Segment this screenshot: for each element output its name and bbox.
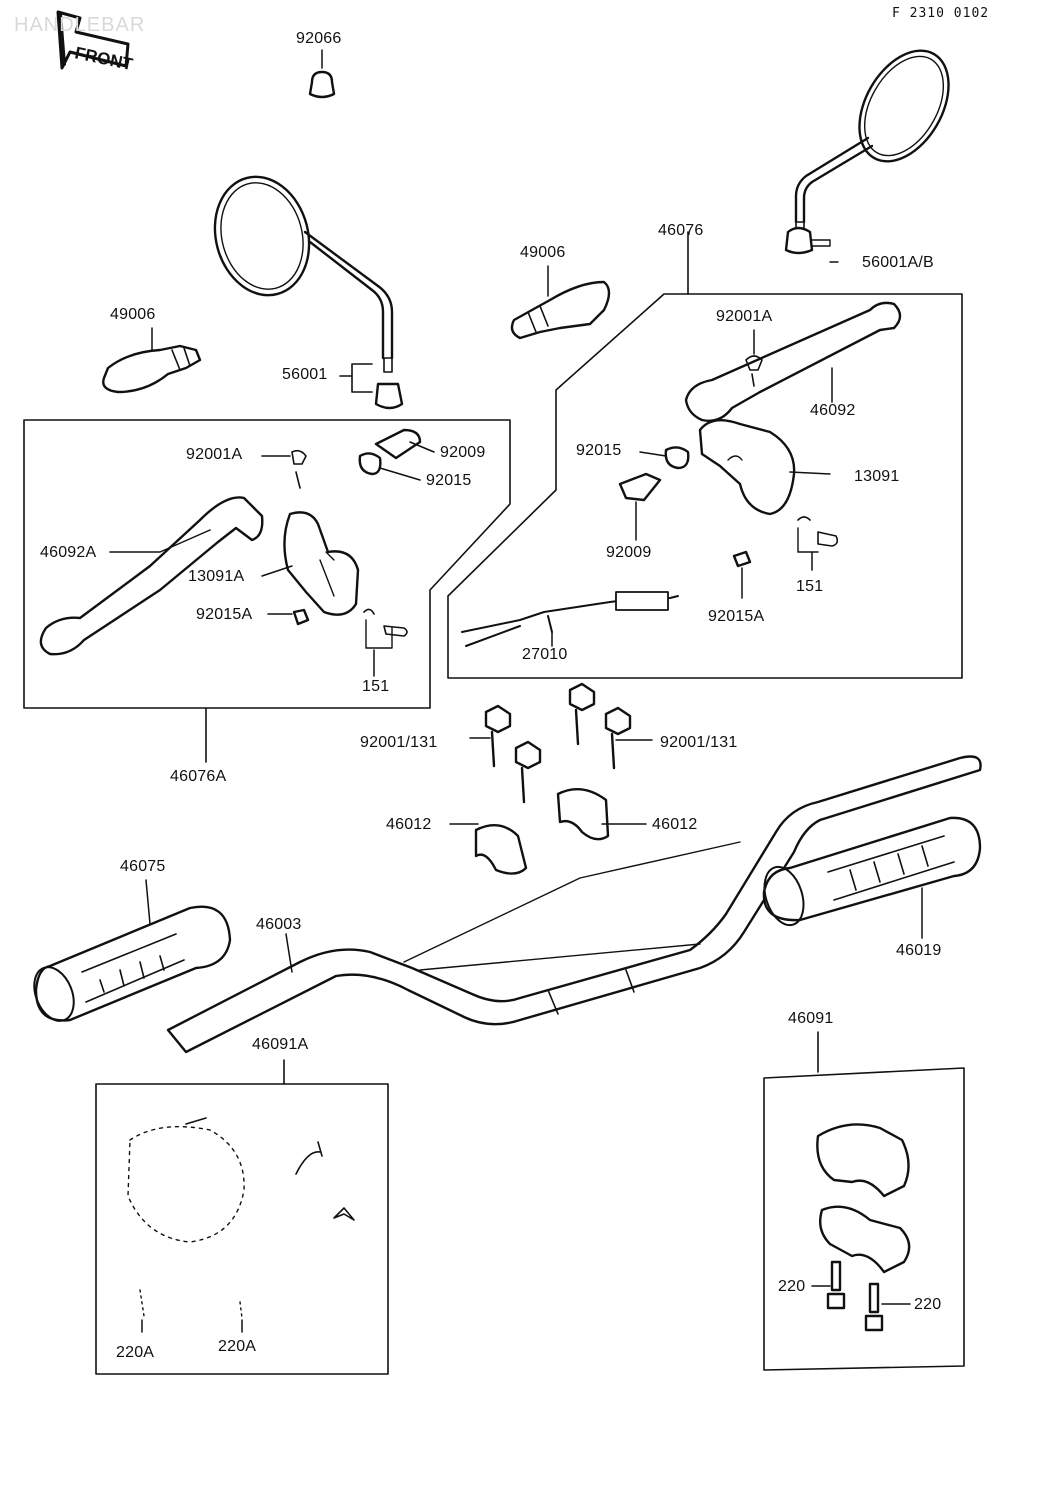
switch-wire-27010-icon [461,595,679,647]
lever-left-icon [39,496,264,656]
nut-92015a-right-icon [732,550,752,568]
screw-92001a-left-icon [291,449,307,489]
part-label-92009-left: 92009 [440,444,486,461]
holder-right-icon [698,418,796,516]
part-label-92001-131-left: 92001/131 [360,734,438,751]
part-label-46003: 46003 [256,916,302,933]
part-label-220a-1: 220A [116,1344,155,1361]
part-label-92001-131-right: 92001/131 [660,734,738,751]
grip-46075-icon [34,905,232,1022]
part-label-92015-right: 92015 [576,442,622,459]
part-label-49006-left: 49006 [110,306,156,323]
part-label-92015-left: 92015 [426,472,472,489]
part-label-46076: 46076 [658,222,704,239]
left-assembly-frame [23,419,511,709]
part-label-46092: 46092 [810,402,856,419]
drawing-code: F 2310 0102 [892,6,990,21]
right-assembly-frame [447,293,963,679]
screw-92001a-right-icon [745,355,763,387]
washer-92015-right-icon [664,446,690,470]
part-label-92001a-left: 92001A [186,446,243,463]
nut-56001-icon [374,382,404,410]
nut-92015a-left-icon [292,608,310,626]
part-label-92015a-right: 92015A [708,608,765,625]
leader-lines [109,49,923,1333]
part-label-92009-right: 92009 [606,544,652,561]
screw-151-left-icon [363,608,408,637]
part-label-46076a: 46076A [170,768,227,785]
screw-220-left-icon [826,1260,846,1310]
bolt-92001-131-b-icon [568,682,596,746]
part-label-46091a: 46091A [252,1036,309,1053]
clamp-46012-right-icon [556,788,610,841]
left-mirror-icon [213,175,394,373]
part-label-46075: 46075 [120,858,166,875]
screw-151-right-icon [797,516,839,547]
part-label-46012-left: 46012 [386,816,432,833]
cap-92066-icon [308,70,336,99]
part-label-92015a-left: 92015A [196,606,253,623]
clamp-46012-left-icon [474,824,528,875]
part-label-92066: 92066 [296,30,342,47]
part-label-49006-middle: 49006 [520,244,566,261]
part-label-151-left: 151 [362,678,390,695]
part-label-13091a: 13091A [188,568,245,585]
front-arrow-icon [56,10,130,70]
part-label-220a-2: 220A [218,1338,257,1355]
bolt-92001-131-c-icon [604,706,632,770]
switch-46091-upper-icon [816,1123,910,1198]
part-label-46091: 46091 [788,1010,834,1027]
grip-cover-middle-icon [510,280,611,340]
lever-right-icon [684,301,902,422]
part-label-46012-right: 46012 [652,816,698,833]
washer-92015-left-icon [358,452,382,476]
bolt-92001-131-a-icon [484,704,512,768]
switch-46091a-frame [95,1083,389,1375]
switch-46091-frame [763,1067,965,1371]
watermark-text: HANDLEBAR [14,14,146,36]
part-label-56001ab: 56001A/B [862,254,934,271]
part-label-13091: 13091 [854,468,900,485]
bolt-92009-left-icon [374,428,422,460]
nut-56001ab-icon [784,226,814,255]
part-label-220-right: 220 [914,1296,942,1313]
part-label-56001: 56001 [282,366,328,383]
switch-46091-lower-icon [819,1205,911,1274]
part-label-27010: 27010 [522,646,568,663]
part-label-46092a: 46092A [40,544,97,561]
handlebar-46003-icon [166,755,982,1054]
grip-46019-icon [762,816,982,922]
switch-46091a-housing-icon [127,1126,245,1243]
part-label-92001a-right: 92001A [716,308,773,325]
screw-220-right-icon [864,1282,884,1332]
part-label-220-left: 220 [778,1278,806,1295]
bolt-92009-right-icon [618,472,662,502]
right-mirror-icon [794,49,950,251]
part-label-46019: 46019 [896,942,942,959]
part-label-151-right: 151 [796,578,824,595]
bolt-92001-131-d-icon [514,740,542,804]
